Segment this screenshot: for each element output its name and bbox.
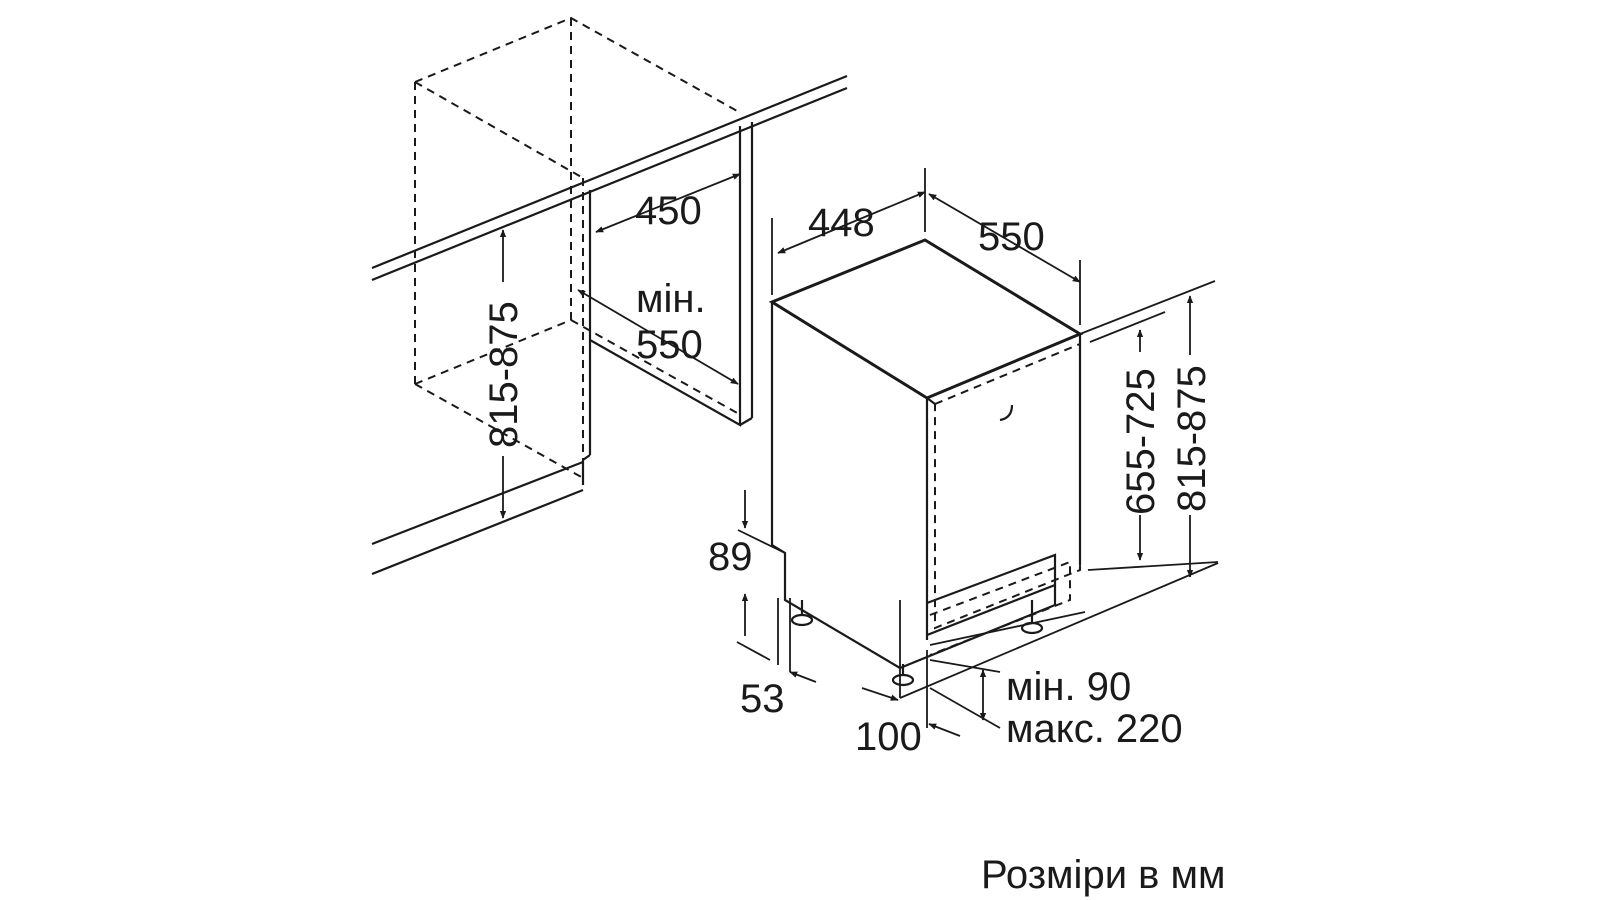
door-handle bbox=[999, 404, 1014, 422]
label-min: мін. bbox=[636, 277, 706, 321]
dishwasher bbox=[768, 238, 1219, 699]
label-door-height: 655-725 bbox=[1119, 368, 1163, 515]
caption: Розміри в мм bbox=[981, 853, 1226, 897]
kitchen-niche: 450 мін. 550 815-875 bbox=[371, 16, 848, 576]
label-niche-height: 815-875 bbox=[482, 301, 526, 448]
dimension-89: 89 bbox=[708, 490, 786, 636]
label-appliance-height: 815-875 bbox=[1170, 365, 1214, 512]
label-550: 550 bbox=[978, 215, 1045, 259]
dimension-appliance-height: 815-875 bbox=[1170, 295, 1214, 578]
dimension-door-height: 655-725 bbox=[1089, 311, 1166, 561]
label-89: 89 bbox=[708, 535, 753, 579]
niche-floor bbox=[371, 460, 584, 576]
label-min-90: мін. 90 bbox=[1006, 665, 1131, 709]
label-450: 450 bbox=[635, 189, 702, 233]
foot-front bbox=[891, 673, 915, 687]
dimension-plinth-range: мін. 90 макс. 220 bbox=[929, 659, 1183, 751]
label-100: 100 bbox=[855, 715, 922, 759]
label-53: 53 bbox=[740, 677, 785, 721]
dimension-niche-height: 815-875 bbox=[482, 229, 526, 519]
dimension-450: 450 bbox=[595, 173, 741, 233]
foot-left bbox=[790, 613, 814, 627]
niche-dashed-outline bbox=[414, 16, 740, 479]
label-max-220: макс. 220 bbox=[1006, 707, 1183, 751]
dimension-550: 550 bbox=[928, 193, 1081, 325]
countertop bbox=[371, 74, 848, 282]
dimension-min-550: мін. 550 bbox=[577, 277, 739, 385]
label-min-550: 550 bbox=[636, 323, 703, 367]
label-448: 448 bbox=[808, 201, 875, 245]
dimension-100: 100 bbox=[855, 600, 961, 759]
dimension-53: 53 bbox=[736, 598, 817, 721]
dimension-448: 448 bbox=[771, 168, 926, 295]
